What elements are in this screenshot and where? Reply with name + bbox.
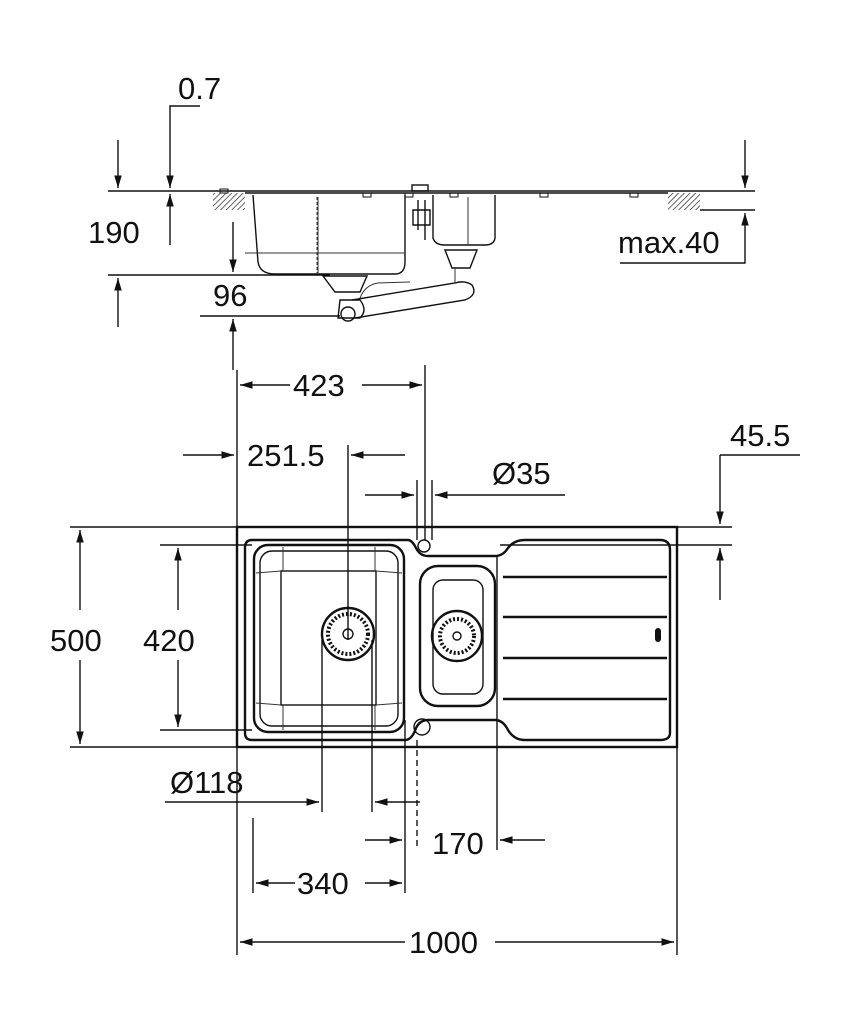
edge-offset-label: 45.5: [730, 418, 790, 453]
overflow-button: [413, 718, 431, 736]
bowl-depth-label: 420: [143, 623, 195, 658]
trap: [337, 299, 365, 319]
tap-hole-diameter-label: Ø35: [492, 456, 551, 491]
thickness-label: 0.7: [178, 71, 221, 106]
top-view: 423 251.5 Ø35 45.5 500 420: [50, 365, 800, 960]
drain-pipe: [351, 281, 475, 319]
small-waste: [430, 609, 484, 663]
small-bowl: [418, 564, 497, 708]
overflow-slot: [655, 628, 661, 642]
sink-rim: [243, 538, 672, 742]
sink-outline: [235, 525, 679, 749]
tap-hole: [417, 539, 431, 553]
waste-diameter-label: Ø118: [170, 765, 244, 800]
main-bowl-profile: [252, 194, 406, 275]
worktop-section-left: [213, 193, 245, 210]
small-bowl-profile: [432, 195, 496, 246]
total-depth-label: 500: [50, 623, 102, 658]
worktop-max-label: max.40: [618, 225, 720, 260]
worktop-section-right: [668, 193, 700, 210]
bowl-width-label: 340: [297, 866, 349, 901]
depth-label: 190: [88, 215, 140, 250]
drainer-grooves: [503, 575, 667, 701]
tap-offset-label: 423: [293, 368, 345, 403]
small-bowl-width-label: 170: [432, 826, 484, 861]
main-bowl: [252, 543, 406, 734]
total-width-label: 1000: [409, 925, 478, 960]
drain-height-label: 96: [213, 278, 247, 313]
tap-hole-fitting: [411, 184, 429, 192]
side-view: 0.7 190 96 max.40: [88, 71, 755, 370]
waste-outlets: [321, 249, 479, 293]
bowl-center-label: 251.5: [247, 438, 325, 473]
